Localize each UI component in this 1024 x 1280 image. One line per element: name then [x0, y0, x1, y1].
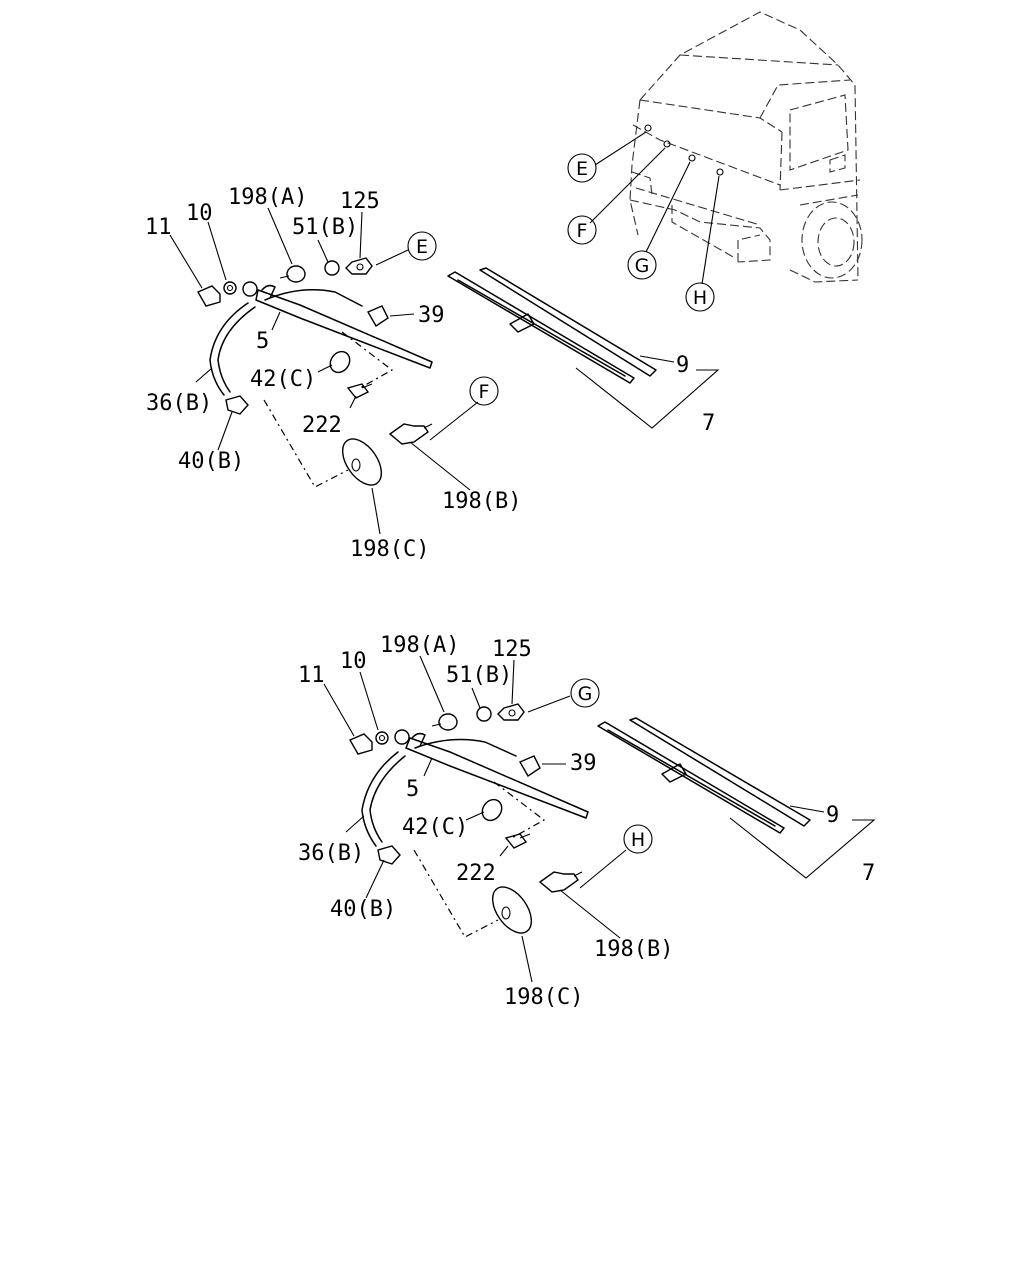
screw-part [504, 833, 528, 849]
label-40b: 40(B) [330, 897, 396, 922]
label-36b: 36(B) [298, 841, 364, 866]
bottom-wiper-assembly: 11 10 198(A) 51(B) 125 39 5 42(C) 36(B) … [298, 633, 876, 1010]
washer-part [223, 281, 237, 295]
wiper-blade [447, 271, 635, 384]
screw-part [346, 383, 370, 399]
label-9: 9 [676, 353, 689, 378]
label-9: 9 [826, 803, 839, 828]
arm-pivot-head [242, 281, 258, 297]
label-39: 39 [418, 303, 445, 328]
seal-part [476, 706, 492, 722]
truck-cab-illustration: E F G H [567, 11, 863, 312]
ref-label-e: E [416, 236, 428, 258]
washer-hose [361, 751, 399, 847]
label-39: 39 [570, 751, 597, 776]
label-10: 10 [186, 201, 213, 226]
label-198a: 198(A) [228, 185, 307, 210]
label-11: 11 [145, 215, 172, 240]
label-198c: 198(C) [504, 985, 583, 1010]
bushing-part [438, 713, 458, 731]
callout-h-circle [685, 282, 715, 312]
callout-g-label: G [635, 255, 650, 277]
nut-part [497, 703, 525, 721]
grommet-part [329, 350, 351, 374]
label-36b: 36(B) [146, 391, 212, 416]
label-5: 5 [256, 329, 269, 354]
label-222: 222 [302, 413, 342, 438]
label-222: 222 [456, 861, 496, 886]
label-198c: 198(C) [350, 537, 429, 562]
cap-part [197, 285, 221, 307]
top-wiper-assembly: 11 10 198(A) 51(B) 125 39 5 42(C) 36(B) … [145, 185, 720, 562]
label-125: 125 [340, 189, 380, 214]
label-7: 7 [702, 411, 715, 436]
washer-part [375, 731, 389, 745]
label-10: 10 [340, 649, 367, 674]
callout-h-label: H [693, 287, 707, 309]
washer-hose [209, 302, 249, 396]
callout-f-label: F [577, 220, 588, 242]
ref-label-h: H [631, 829, 645, 851]
label-42c: 42(C) [250, 367, 316, 392]
wiper-arm [405, 737, 589, 819]
grommet-part [481, 798, 503, 822]
label-7: 7 [862, 861, 875, 886]
label-51b: 51(B) [446, 663, 512, 688]
callout-f-circle [567, 215, 597, 245]
pad-part [491, 886, 533, 934]
label-125: 125 [492, 637, 532, 662]
label-198b: 198(B) [442, 489, 521, 514]
bushing-part [286, 265, 306, 283]
clip-part [367, 305, 389, 327]
callout-e-label: E [576, 158, 588, 180]
wiper-arm [255, 289, 433, 369]
callout-e-circle [567, 153, 597, 183]
label-198b: 198(B) [594, 937, 673, 962]
ref-label-f: F [479, 381, 490, 403]
label-42c: 42(C) [402, 815, 468, 840]
seal-part [324, 260, 340, 276]
clip-part [519, 755, 541, 777]
callout-g-circle [627, 250, 657, 280]
label-40b: 40(B) [178, 449, 244, 474]
label-51b: 51(B) [292, 215, 358, 240]
nozzle-part [377, 845, 401, 865]
label-5: 5 [406, 777, 419, 802]
nut-part [345, 257, 373, 275]
fitting-part [538, 871, 579, 893]
arm-pivot-head [394, 729, 410, 745]
ref-label-g: G [578, 683, 593, 705]
label-198a: 198(A) [380, 633, 459, 658]
wiper-blade [597, 721, 785, 834]
pad-part [341, 438, 383, 486]
label-11: 11 [298, 663, 325, 688]
nozzle-part [225, 395, 249, 415]
fitting-part [388, 423, 429, 445]
cap-part [349, 733, 373, 755]
